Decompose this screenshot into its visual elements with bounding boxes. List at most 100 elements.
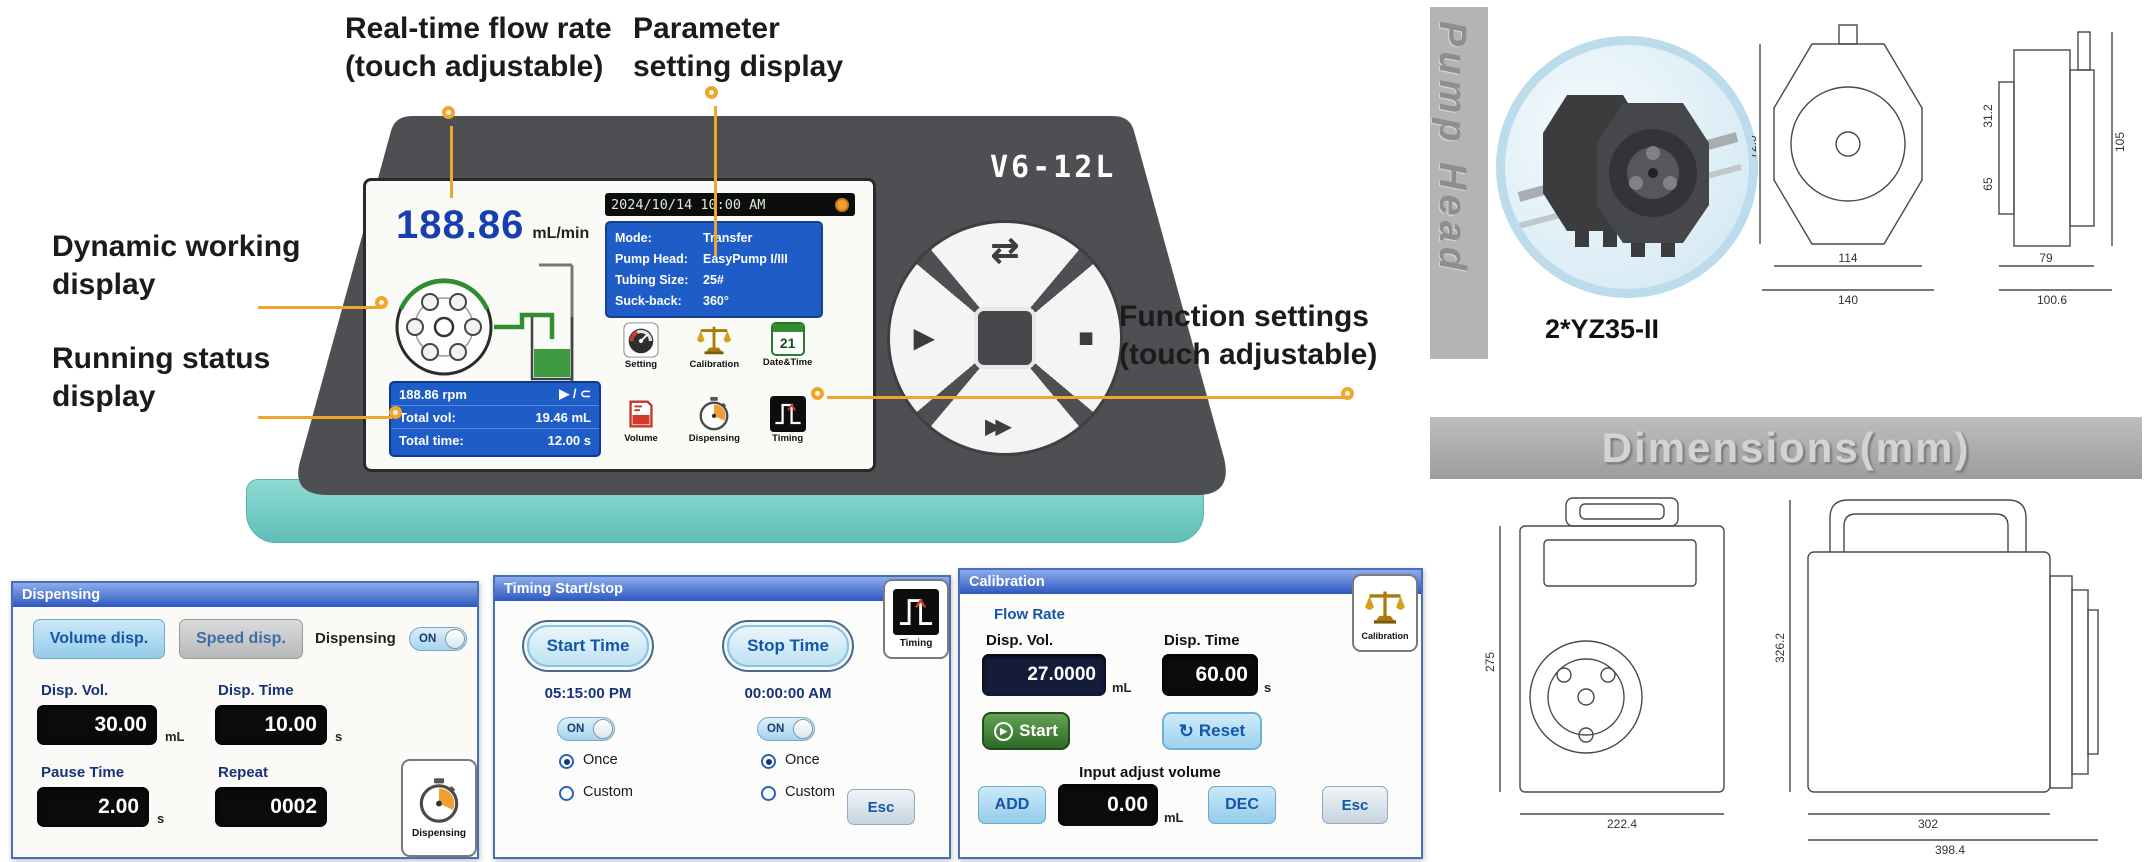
dpad-stop-button[interactable]: ■	[1078, 322, 1094, 353]
timing-esc-button[interactable]: Esc	[847, 789, 915, 825]
pause-time-value[interactable]: 2.00	[37, 787, 149, 827]
timing-waveform-icon	[893, 589, 939, 635]
dispensing-icon-box[interactable]: Dispensing	[401, 759, 477, 857]
menu-label-datetime: Date&Time	[762, 357, 813, 368]
head-dim-height: 72.5	[1752, 135, 1759, 159]
dpad-ffwd-button[interactable]: ▶▶	[985, 416, 1011, 438]
start-button-label: Start	[1019, 721, 1058, 740]
disp-time-value[interactable]: 10.00	[215, 705, 327, 745]
repeat-label: Repeat	[218, 764, 269, 781]
pump-animation-graphic	[395, 263, 574, 391]
adjust-volume-value[interactable]: 0.00	[1058, 784, 1158, 826]
start-once-radio[interactable]	[559, 754, 574, 769]
dpad-shuffle-button[interactable]: ⇄	[990, 232, 1020, 270]
callout-line	[450, 126, 453, 198]
stop-time-value[interactable]: 00:00:00 AM	[744, 685, 832, 702]
toggle-state-label: ON	[767, 723, 785, 735]
dispensing-on-toggle[interactable]: ON	[409, 627, 467, 651]
speed-disp-button[interactable]: Speed disp.	[179, 619, 303, 659]
menu-item-setting[interactable]: Setting	[605, 322, 677, 394]
volume-jug-icon	[629, 400, 653, 428]
callout-dot	[389, 406, 402, 419]
cal-disp-time-unit: s	[1264, 680, 1272, 695]
start-custom-radio[interactable]	[559, 786, 574, 801]
setting-gauge-icon	[623, 322, 659, 358]
suck-back-value: 360°	[703, 294, 729, 308]
callout-dynamic-line1: Dynamic working	[52, 230, 301, 263]
menu-item-timing[interactable]: Timing	[752, 396, 824, 468]
calibration-icon-box[interactable]: Calibration	[1352, 574, 1418, 652]
dimensions-banner: Dimensions(mm)	[1430, 417, 2142, 479]
calibration-esc-button[interactable]: Esc	[1322, 786, 1388, 824]
start-time-toggle[interactable]: ON	[557, 717, 615, 741]
flow-rate-value[interactable]: 188.86	[396, 203, 525, 247]
head-dim-width1: 114	[1838, 251, 1857, 265]
stop-once-label: Once	[785, 752, 820, 768]
screen-datebar: 2024/10/14 10:00 AM	[605, 193, 855, 216]
stop-time-button[interactable]: Stop Time	[727, 625, 849, 667]
dispensing-panel: Dispensing Volume disp. Speed disp. Disp…	[11, 581, 479, 859]
total-time-value: 12.00 s	[547, 433, 591, 448]
stopwatch-icon	[419, 778, 459, 823]
menu-item-dispensing[interactable]: Dispensing	[678, 396, 750, 468]
callout-flow-rate: Real-time flow rate (touch adjustable)	[345, 10, 612, 86]
callout-running-status: Running status display	[52, 340, 270, 416]
stop-custom-radio[interactable]	[761, 786, 776, 801]
total-vol-value: 19.46 mL	[535, 409, 591, 425]
timing-waveform-icon	[769, 396, 806, 432]
dpad-center-button[interactable]	[974, 307, 1036, 369]
toggle-state-label: ON	[419, 633, 437, 645]
clock-icon	[835, 197, 849, 212]
repeat-value[interactable]: 0002	[215, 787, 327, 827]
dim-front-width: 222.4	[1607, 817, 1637, 831]
calibration-reset-button[interactable]: ↻ Reset	[1162, 712, 1262, 750]
add-button[interactable]: ADD	[978, 786, 1046, 824]
callout-line	[258, 306, 380, 309]
calibration-start-button[interactable]: ▶ Start	[982, 712, 1070, 750]
pause-time-label: Pause Time	[41, 764, 125, 781]
dim-side-width: 302	[1918, 817, 1938, 831]
stop-custom-label: Custom	[785, 784, 835, 800]
menu-label-volume: Volume	[624, 433, 658, 444]
pump-head-photo	[1496, 36, 1758, 298]
dispensing-stopwatch-icon	[699, 396, 729, 431]
menu-item-datetime[interactable]: 21 Date&Time	[752, 322, 824, 394]
cal-disp-time-value[interactable]: 60.00	[1162, 654, 1258, 696]
timing-icon-box[interactable]: Timing	[883, 579, 949, 659]
calibration-scale-icon	[697, 326, 732, 355]
dpad-play-button[interactable]: ▶	[914, 322, 934, 353]
toggle-state-label: ON	[567, 723, 585, 735]
input-adjust-volume-label: Input adjust volume	[1079, 764, 1221, 781]
disp-vol-value[interactable]: 30.00	[37, 705, 157, 745]
dispensing-toggle-label: Dispensing	[315, 630, 396, 647]
calibration-panel: Calibration Flow Rate Calibration Disp. …	[958, 568, 1423, 859]
toggle-knob	[793, 719, 813, 739]
volume-disp-button[interactable]: Volume disp.	[33, 619, 165, 659]
pump-head-drawings: 72.5 114 140 31.2 65 105 79 100.6	[1752, 24, 2127, 307]
callout-function-settings: Function settings (touch adjustable)	[1119, 298, 1377, 374]
disp-time-unit: s	[335, 729, 343, 744]
scale-icon	[1365, 591, 1405, 624]
timing-panel: Timing Start/stop Timing Start Time Stop…	[493, 575, 951, 859]
cal-disp-vol-unit: mL	[1112, 680, 1132, 695]
callout-parameter: Parameter setting display	[633, 10, 843, 86]
callout-dot	[705, 86, 718, 99]
flow-rate-display[interactable]: 188.86 mL/min	[396, 203, 589, 248]
toggle-knob	[445, 629, 465, 649]
dim-front-height: 275	[1483, 652, 1497, 672]
cal-disp-vol-value[interactable]: 27.0000	[982, 654, 1106, 696]
callout-dot	[1341, 387, 1354, 400]
menu-label-timing: Timing	[772, 433, 804, 444]
running-status-box: 188.86 rpm▶ / ⊂ Total vol:19.46 mL Total…	[389, 381, 601, 457]
play-icon: ▶	[994, 721, 1014, 741]
reset-icon: ↻	[1178, 720, 1194, 741]
menu-item-volume[interactable]: Volume	[605, 396, 677, 468]
dpad: ⇄ ▶ ■ ▶▶	[890, 223, 1120, 453]
dec-button[interactable]: DEC	[1208, 786, 1276, 824]
start-time-value[interactable]: 05:15:00 PM	[544, 685, 632, 702]
start-time-button[interactable]: Start Time	[527, 625, 649, 667]
menu-item-calibration[interactable]: Calibration	[678, 322, 750, 394]
stop-once-radio[interactable]	[761, 754, 776, 769]
dim-side-height: 326.2	[1773, 633, 1787, 663]
stop-time-toggle[interactable]: ON	[757, 717, 815, 741]
